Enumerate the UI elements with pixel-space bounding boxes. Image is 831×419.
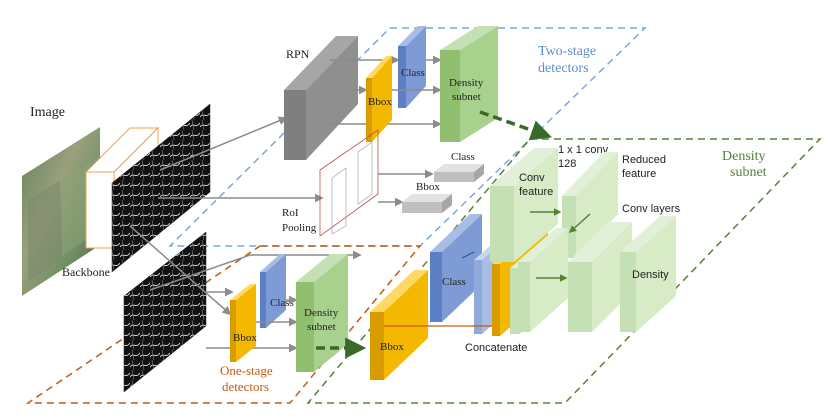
- density-subnet-block-two-stage: [440, 26, 498, 142]
- class-block-two-stage: [398, 26, 426, 108]
- arrow-to-one-stage-heads: [129, 225, 232, 316]
- density-subnet-region: [306, 138, 822, 404]
- density-output-block: [620, 216, 676, 332]
- backbone-label: Backbone: [62, 265, 110, 279]
- class-block-big: [430, 214, 482, 322]
- roi-pooling-label-2: Pooling: [282, 222, 317, 234]
- density-subnet-label-two-stage-2: subnet: [452, 91, 481, 103]
- class-label-roi: Class: [451, 151, 475, 163]
- rpn-block: [284, 36, 358, 160]
- conv-layers-big-block: [568, 222, 632, 332]
- density-subnet-block-one-stage: [296, 254, 348, 372]
- bbox-block-big: [370, 270, 428, 380]
- feature-map-upper: [111, 103, 211, 273]
- class-label-one-stage: Class: [270, 297, 294, 309]
- density-label: Density: [632, 269, 669, 281]
- class-label-big: Class: [442, 276, 466, 288]
- conv-layer-block: [518, 228, 568, 332]
- density-subnet-big-label-2: subnet: [730, 165, 767, 180]
- density-subnet-label-two-stage-1: Density: [449, 77, 484, 89]
- density-subnet-label-one-stage-1: Density: [304, 307, 339, 319]
- class-block-one-stage: [260, 254, 286, 328]
- bbox-block-one-stage: [230, 284, 256, 362]
- conv-feature-block: [490, 148, 558, 262]
- class-slab-roi: [434, 164, 484, 182]
- bbox-label-two-stage: Bbox: [368, 96, 392, 108]
- arrow-reduced-to-concat: [568, 213, 591, 234]
- concatenate-label: Concatenate: [465, 342, 527, 354]
- one-stage-detectors-label-2: detectors: [222, 379, 269, 394]
- bbox-block-two-stage: [366, 56, 392, 142]
- roi-pooling-block: [319, 129, 379, 237]
- bbox-label-big: Bbox: [380, 341, 404, 353]
- roi-pooling-label-1: RoI: [282, 207, 299, 219]
- feature-map-lower: [123, 231, 207, 393]
- one-stage-region: [25, 245, 422, 404]
- dashed-arrow-two-stage-to-detail: [479, 110, 552, 141]
- conv-1x1-label-1: 1 x 1 conv: [558, 144, 609, 156]
- reduced-feature-label-1: Reduced: [622, 154, 666, 166]
- image-label: Image: [30, 105, 65, 120]
- bbox-label-one-stage: Bbox: [233, 332, 257, 344]
- conv-1x1-label-2: 128: [558, 158, 576, 170]
- rpn-label: RPN: [286, 47, 310, 61]
- two-stage-detectors-label-2: detectors: [538, 61, 589, 76]
- one-stage-detectors-label-1: One-stage: [220, 363, 273, 378]
- two-stage-detectors-label-1: Two-stage: [538, 44, 596, 59]
- conv-feature-label-1: Conv: [519, 172, 545, 184]
- arrow-to-rpn: [159, 116, 288, 171]
- reduced-feature-label-2: feature: [622, 168, 656, 180]
- density-subnet-label-one-stage-2: subnet: [307, 321, 336, 333]
- class-label-two-stage: Class: [401, 67, 425, 79]
- conv-feature-label-2: feature: [519, 186, 553, 198]
- bbox-label-roi: Bbox: [416, 181, 440, 193]
- density-subnet-big-label-1: Density: [722, 149, 766, 164]
- bbox-slab-roi: [402, 194, 452, 213]
- arrow-big-from-lower: [149, 250, 362, 291]
- conv-layers-label: Conv layers: [622, 203, 681, 215]
